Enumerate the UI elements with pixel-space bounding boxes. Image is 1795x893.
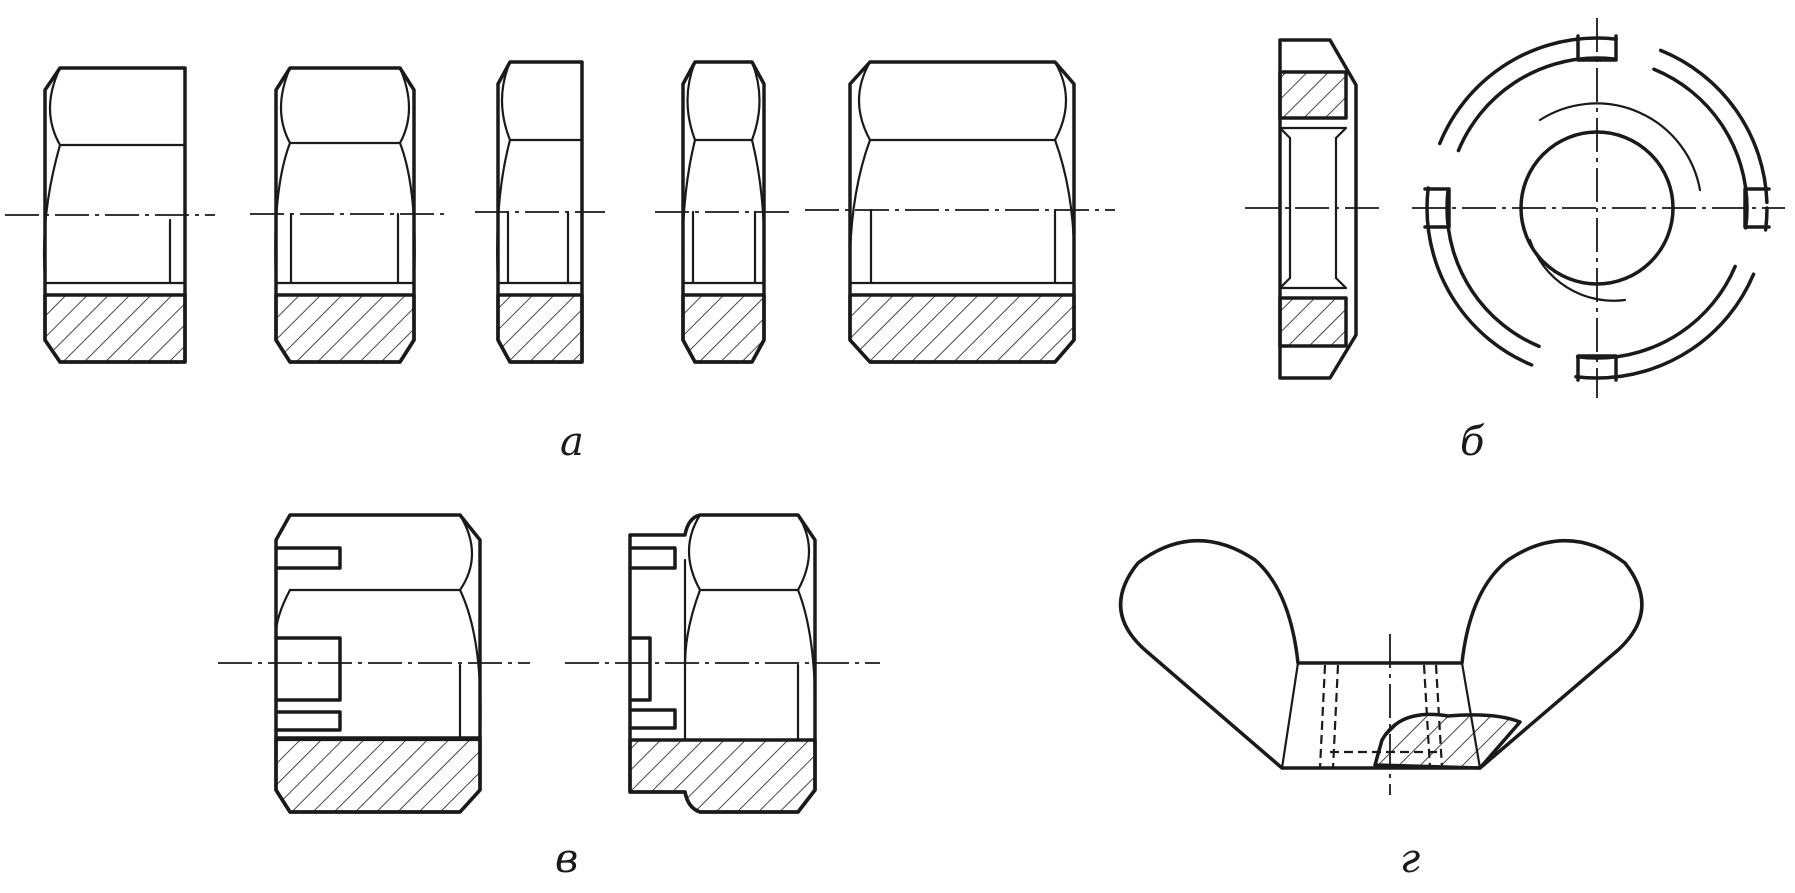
- nut-a4: [655, 60, 790, 364]
- group-a-hex-nuts: [5, 60, 1115, 364]
- nut-a2: [250, 66, 445, 364]
- castle-nut-1: [218, 513, 530, 814]
- label-v: в: [555, 836, 578, 882]
- group-g-wing-nut: [1118, 539, 1644, 795]
- round-nut-side-section: [1245, 38, 1380, 380]
- nut-a5: [805, 60, 1115, 364]
- round-nut-front-view: [1412, 18, 1785, 398]
- castle-nut-2: [565, 513, 880, 814]
- nut-a3: [475, 60, 605, 364]
- label-g: г: [1400, 836, 1420, 882]
- group-b-slotted-round-nut: [1245, 18, 1785, 398]
- label-a: а: [560, 419, 584, 465]
- group-v-castle-nuts: [218, 513, 880, 814]
- nut-a1: [5, 66, 215, 364]
- label-b: б: [1460, 419, 1485, 465]
